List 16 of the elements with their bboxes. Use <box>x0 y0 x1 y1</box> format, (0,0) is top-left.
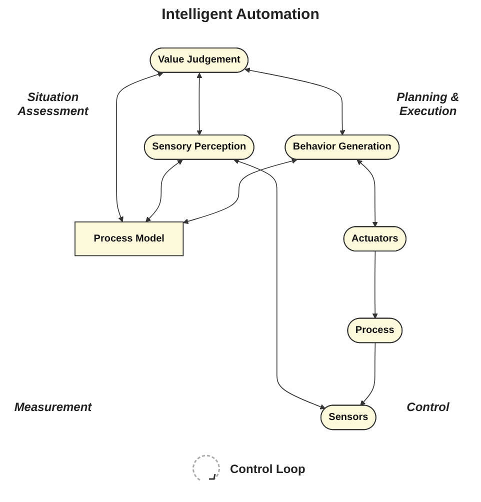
quadrant-label: Planning & Execution <box>396 90 460 118</box>
quadrant-label: Situation Assessment <box>16 90 90 118</box>
loop-label: Control Loop <box>230 462 306 476</box>
arrow <box>360 342 376 406</box>
arrow <box>234 159 326 410</box>
quadrant-label: Measurement <box>13 400 93 414</box>
arrow <box>372 251 378 320</box>
arrow <box>116 72 164 222</box>
arrow <box>182 158 298 224</box>
diagram-title: Intelligent Automation <box>160 6 320 23</box>
arrow <box>244 68 346 136</box>
arrow <box>196 72 202 136</box>
arrow <box>356 160 378 228</box>
arrow <box>146 160 183 222</box>
quadrant-label: Control <box>406 400 450 414</box>
node-box: Process Model <box>74 222 184 256</box>
